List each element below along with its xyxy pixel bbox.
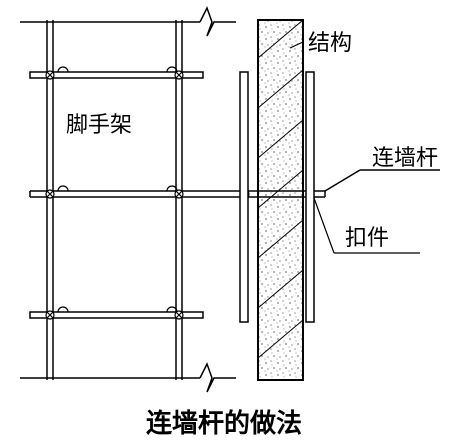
structure-leader: [289, 41, 304, 49]
coupler-node: [45, 189, 55, 199]
coupler-node: [174, 310, 184, 320]
coupler-node: [174, 70, 184, 80]
ledger-clamps: [57, 66, 178, 313]
tie-plate-right: [305, 71, 315, 323]
coupler-node: [174, 189, 184, 199]
wall-structure: [257, 19, 304, 381]
coupler-leader: [313, 197, 420, 254]
coupler-node: [45, 310, 55, 320]
coupler-node: [45, 70, 55, 80]
caption: 连墙杆的做法: [146, 408, 302, 439]
wall-tie-bar: [29, 169, 440, 198]
break-line: [20, 6, 236, 393]
ledgers: [29, 71, 204, 319]
label-structure: 结构: [308, 31, 352, 56]
wall-tie-leader: [324, 169, 361, 192]
label-coupler: 扣件: [345, 226, 389, 251]
tie-plate-left: [239, 71, 249, 323]
scaffold-uprights: [46, 20, 183, 380]
ledger-top: [29, 71, 204, 79]
ledger-bottom: [29, 311, 204, 319]
wall-hatching: [257, 19, 304, 359]
tie-plates: [239, 71, 315, 323]
label-scaffold: 脚手架: [66, 113, 132, 138]
label-wall-tie: 连墙杆: [372, 146, 438, 171]
